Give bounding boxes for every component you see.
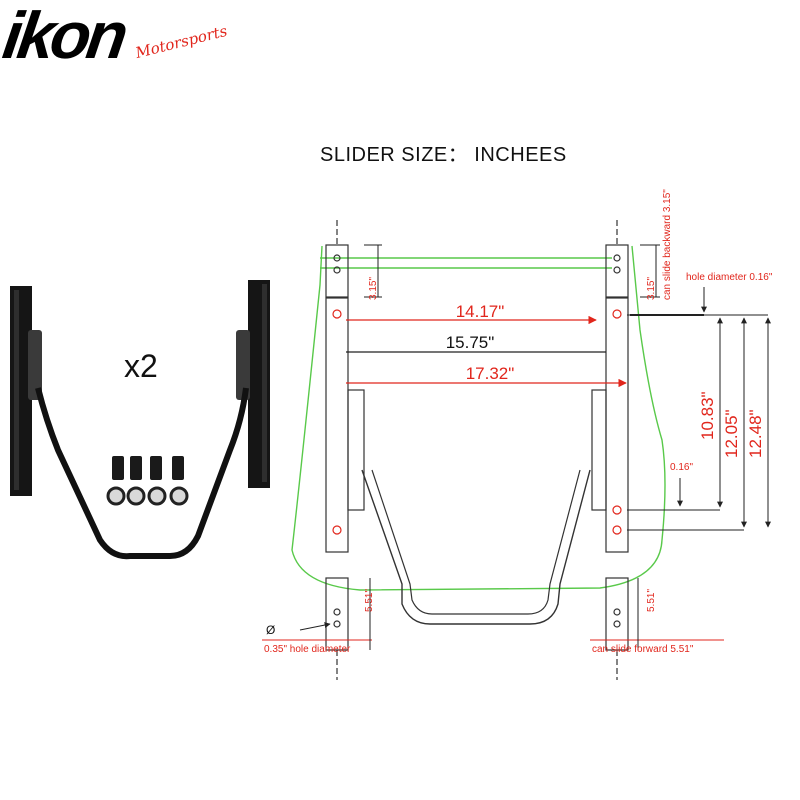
quantity-label: x2 xyxy=(124,348,158,384)
dim-width-mid: 15.75" xyxy=(446,333,495,352)
right-rail-drawing xyxy=(591,220,629,680)
release-bar xyxy=(35,387,249,560)
technical-drawing xyxy=(262,220,771,680)
left-rail-drawing xyxy=(325,220,365,680)
dim-slide-back-left: 3.15" xyxy=(368,277,379,300)
dim-height-1: 10.83" xyxy=(698,391,717,440)
dim-slide-back-right: 3.15" xyxy=(646,277,657,300)
seat-outline xyxy=(291,245,666,591)
note-slide-backward: can slide backward 3.15" xyxy=(662,189,673,300)
bar-outline-inner xyxy=(371,469,581,615)
dim-height-3: 12.48" xyxy=(746,409,765,458)
note-hole-diameter-top: hole diameter 0.16" xyxy=(686,272,773,283)
note-hole-diameter-bottom: 0.35" hole diameter xyxy=(264,644,351,655)
dim-slide-fwd-left: 5.51" xyxy=(364,589,375,612)
dim-height-2: 12.05" xyxy=(722,409,741,458)
dim-width-inner: 14.17" xyxy=(456,302,505,321)
diameter-symbol: Ø xyxy=(266,623,275,637)
bar-outline-outer xyxy=(361,469,591,625)
dim-slide-fwd-right: 5.51" xyxy=(646,589,657,612)
note-slide-forward: can slide forward 5.51" xyxy=(592,644,694,655)
dim-hole-small: 0.16" xyxy=(670,462,693,473)
bolt-set xyxy=(106,456,189,506)
dim-width-outer: 17.32" xyxy=(466,364,515,383)
product-photo-rails xyxy=(10,280,270,560)
diagram-title: SLIDER SIZE： INCHEES xyxy=(320,144,567,166)
